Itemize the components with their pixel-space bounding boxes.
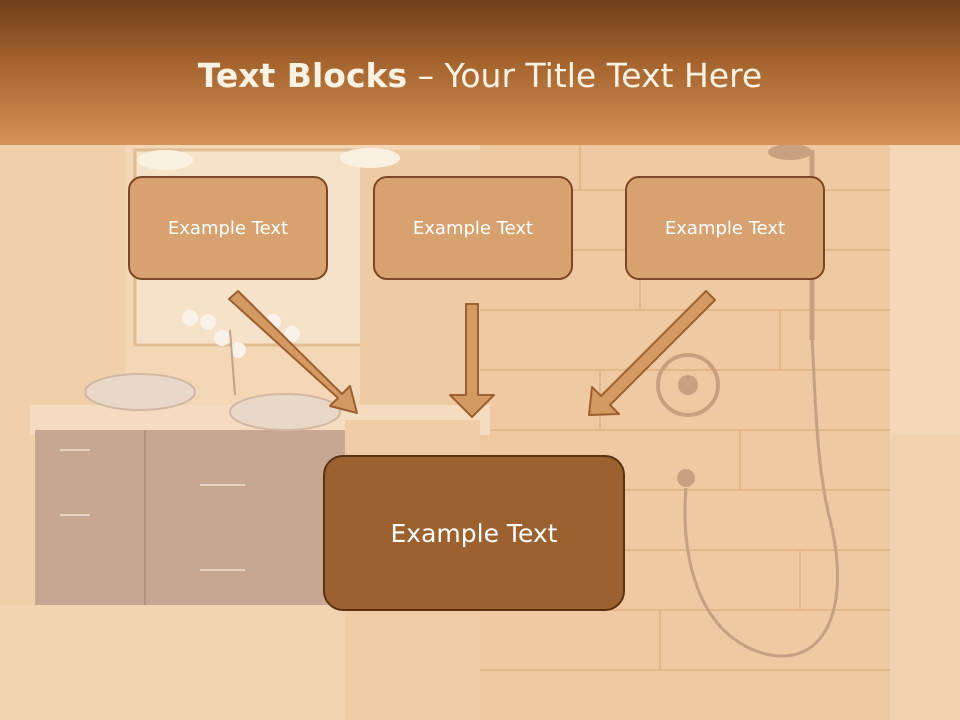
text-block-1-label: Example Text [167, 217, 289, 239]
title-bar [0, 0, 960, 145]
text-block-1[interactable]: Example Text [128, 176, 328, 280]
title-dash: – [407, 56, 445, 95]
title-rest: Your Title Text Here [444, 56, 763, 95]
text-block-2-label: Example Text [412, 217, 534, 239]
title-bold: Text Blocks [197, 56, 408, 95]
slide-title: Text Blocks – Your Title Text Here [0, 52, 960, 100]
text-block-3[interactable]: Example Text [625, 176, 825, 280]
text-block-3-label: Example Text [664, 217, 786, 239]
center-text-block[interactable]: Example Text [323, 455, 625, 611]
center-text-block-label: Example Text [390, 518, 558, 548]
text-block-2[interactable]: Example Text [373, 176, 573, 280]
